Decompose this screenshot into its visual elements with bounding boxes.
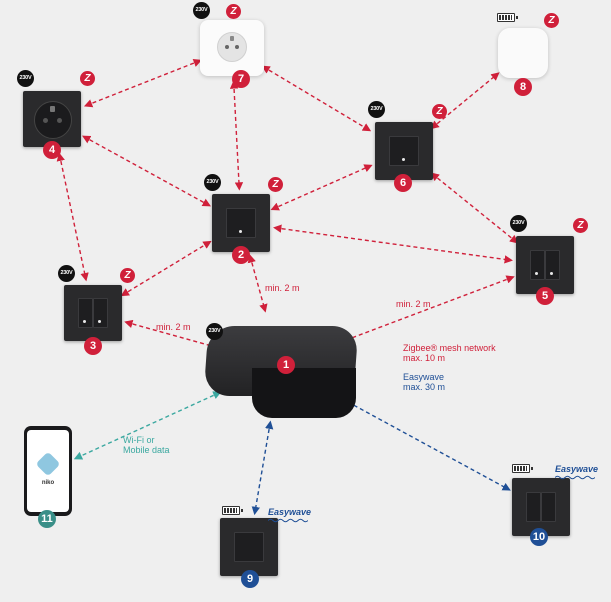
sensor-body [498, 28, 548, 78]
battery-icon-10 [512, 464, 533, 473]
easywave-range-label: Easywave max. 30 m [403, 372, 445, 392]
wifi-line1: Wi-Fi or [123, 435, 155, 445]
zigbee-icon-5: Z [573, 218, 588, 233]
zigbee-icon-7: Z [226, 4, 241, 19]
voltage-badge-5: 230V [510, 215, 527, 232]
switch-rocker-left [78, 298, 93, 328]
zigbee-icon-6: Z [432, 104, 447, 119]
connection-6-8 [430, 72, 500, 130]
voltage-badge-6: 230V [368, 101, 385, 118]
connection-1-10 [340, 397, 511, 491]
wifi-label: Wi-Fi or Mobile data [123, 435, 170, 455]
device-3-double-switch [64, 285, 122, 341]
connection-7-2 [229, 80, 244, 191]
device-number-9: 9 [241, 570, 259, 588]
connection-2-1 [247, 254, 268, 313]
device-5-double-switch [516, 236, 574, 294]
device-number-3: 3 [84, 337, 102, 355]
connection-1-11 [73, 391, 222, 460]
device-number-10: 10 [530, 528, 548, 546]
device-number-4: 4 [43, 141, 61, 159]
switch-led [402, 158, 405, 161]
voltage-badge-1: 230V [206, 323, 223, 340]
connection-4-3 [56, 152, 89, 282]
connection-4-2 [82, 135, 211, 207]
battery-icon-8 [497, 13, 518, 22]
voltage-badge-7: 230V [193, 2, 210, 19]
zigbee-icon-8: Z [544, 13, 559, 28]
easywave-wave-icon [268, 518, 308, 523]
switch-rocker-right [93, 298, 108, 328]
connection-1-9 [251, 420, 274, 516]
socket-icon [34, 101, 72, 139]
switch-rocker-right [545, 250, 560, 280]
zigbee-icon-4: Z [80, 71, 95, 86]
connection-7-4 [83, 59, 202, 108]
zigbee-range-label: Zigbee® mesh network max. 10 m [403, 343, 496, 363]
switch-rocker [234, 532, 264, 562]
connection-3-1 [124, 319, 224, 352]
connection-6-5 [430, 172, 519, 244]
distance-label-3-1: min. 2 m [156, 322, 191, 332]
device-number-8: 8 [514, 78, 532, 96]
switch-led [83, 320, 86, 323]
voltage-badge-4: 230V [17, 70, 34, 87]
device-7-smart-plug [200, 20, 264, 76]
voltage-badge-2: 230V [204, 174, 221, 191]
switch-rocker [226, 208, 256, 238]
battery-icon-9 [222, 506, 243, 515]
device-number-7: 7 [232, 70, 250, 88]
switch-rocker-left [530, 250, 545, 280]
distance-label-2-1: min. 2 m [265, 283, 300, 293]
switch-rocker-left [526, 492, 541, 522]
switch-rocker-right [541, 492, 556, 522]
device-8-sensor [498, 28, 548, 78]
zigbee-icon-3: Z [120, 268, 135, 283]
switch-led [550, 272, 553, 275]
easywave-logo-9: Easywave [268, 507, 312, 517]
hub-base [252, 368, 356, 418]
distance-label-5-1: min. 2 m [396, 299, 431, 309]
wifi-line2: Mobile data [123, 445, 170, 455]
plug-socket-icon [217, 32, 247, 62]
zigbee-icon-2: Z [268, 177, 283, 192]
easywave-range-line1: Easywave [403, 372, 445, 382]
easywave-wave-icon [555, 475, 595, 480]
switch-led [98, 320, 101, 323]
device-1-hub [203, 320, 359, 422]
zigbee-range-line1: Zigbee® mesh network [403, 343, 496, 353]
connection-5-1 [342, 275, 515, 343]
switch-led [239, 230, 242, 233]
device-number-11: 11 [38, 510, 56, 528]
device-4-socket-module [23, 91, 81, 147]
device-11-smartphone: niko [24, 426, 72, 516]
voltage-badge-3: 230V [58, 265, 75, 282]
easywave-range-line2: max. 30 m [403, 382, 446, 392]
easywave-logo-10: Easywave [555, 464, 599, 474]
device-number-6: 6 [394, 174, 412, 192]
device-2-switch [212, 194, 270, 252]
device-number-5: 5 [536, 287, 554, 305]
switch-led [535, 272, 538, 275]
connection-2-5 [273, 224, 513, 264]
device-10-double-switch [512, 478, 570, 536]
device-number-1: 1 [277, 356, 295, 374]
device-6-switch [375, 122, 433, 180]
switch-rocker [389, 136, 419, 166]
device-9-switch [220, 518, 278, 576]
connection-2-6 [270, 164, 373, 211]
connection-7-6 [261, 65, 372, 132]
connection-3-2 [120, 240, 212, 297]
zigbee-range-line2: max. 10 m [403, 353, 446, 363]
device-number-2: 2 [232, 246, 250, 264]
app-label: niko [41, 480, 55, 486]
